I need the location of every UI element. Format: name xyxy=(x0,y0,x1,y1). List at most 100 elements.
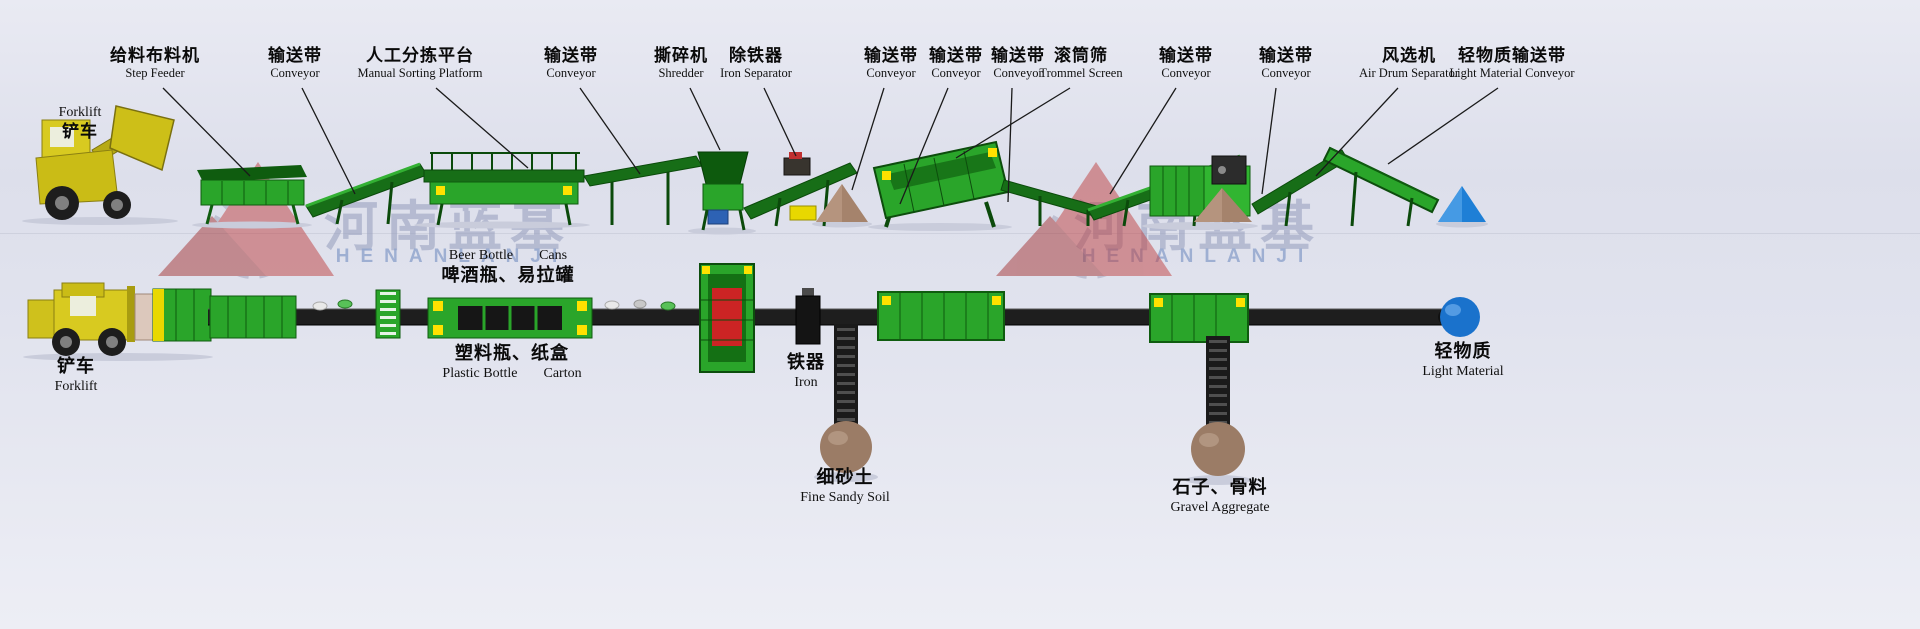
label-conveyor-3-en: Conveyor xyxy=(866,66,916,81)
label-manual-sorting-cn: 人工分拣平台 xyxy=(366,46,474,65)
label-conveyor-2-en: Conveyor xyxy=(546,66,596,81)
triangle-logo-small-icon xyxy=(158,216,266,276)
leader-line xyxy=(1261,87,1277,195)
separator-box-graphic xyxy=(1149,293,1249,343)
label-conveyor-7-en: Conveyor xyxy=(1261,66,1311,81)
sorting-platform-graphic xyxy=(423,152,585,226)
label-trommel-screen-en: Trommel Screen xyxy=(1039,66,1123,81)
label-forklift-top-en: Forklift xyxy=(58,105,102,120)
label-beer-bottle-cans: Beer Bottle Cans 啤酒瓶、易拉罐 xyxy=(442,247,575,286)
label-light-material-conveyor-en: Light Material Conveyor xyxy=(1449,66,1575,81)
leader-line xyxy=(763,87,797,157)
label-conveyor-2-cn: 输送带 xyxy=(544,46,598,65)
leader-line xyxy=(1007,87,1013,203)
light-material-ball-graphic xyxy=(1438,297,1480,337)
label-trommel-screen-cn: 滚筒筛 xyxy=(1054,46,1108,65)
label-air-separator-en: Air Drum Separator xyxy=(1359,66,1459,81)
shredder-motor xyxy=(707,209,729,225)
label-air-drum-separator: 风选机 Air Drum Separator xyxy=(1359,46,1459,82)
label-forklift-bottom-cn: 铲车 xyxy=(57,356,95,376)
label-iron-separator: 除铁器 Iron Separator xyxy=(720,46,792,82)
leader-line xyxy=(301,87,356,195)
label-fine-sandy-soil-cn: 细砂土 xyxy=(816,467,874,487)
label-fine-sandy-soil: 细砂土 Fine Sandy Soil xyxy=(800,467,889,506)
leader-line xyxy=(435,87,529,169)
gravel-chute-graphic xyxy=(1206,336,1230,430)
step-feeder-graphic xyxy=(197,165,307,225)
forklift-bucket xyxy=(109,105,175,172)
forklift-window xyxy=(50,127,74,147)
leader-line xyxy=(162,87,251,177)
trommel-screen-graphic xyxy=(872,140,1010,228)
forklift-top-graphic xyxy=(35,105,175,220)
forklift-mast xyxy=(127,286,135,342)
label-conveyor-4-en: Conveyor xyxy=(931,66,981,81)
label-conveyor-1-cn: 输送带 xyxy=(268,46,322,65)
leader-line xyxy=(579,87,641,175)
label-forklift-top: Forklift 铲车 xyxy=(59,104,102,142)
label-conveyor-3-cn: 输送带 xyxy=(864,46,918,65)
label-gravel-en: Gravel Aggregate xyxy=(1170,499,1270,515)
label-conveyor-6: 输送带 Conveyor xyxy=(1159,46,1213,82)
label-shredder-en: Shredder xyxy=(658,66,704,81)
label-iron-cn: 铁器 xyxy=(787,352,825,372)
label-conveyor-4-cn: 输送带 xyxy=(929,46,983,65)
forklift-bottom-graphic xyxy=(27,282,212,356)
gravel-pile-graphic xyxy=(1191,422,1245,476)
floor-line xyxy=(0,233,1920,234)
label-beer-bottle-en: Beer Bottle xyxy=(448,248,514,263)
leader-line xyxy=(689,87,721,151)
label-light-material-cn: 轻物质 xyxy=(1434,341,1492,361)
light-material-cone-graphic xyxy=(1438,186,1486,222)
leader-line xyxy=(1109,87,1177,195)
conveyor-4-graphic xyxy=(1000,179,1105,226)
collection-bin-graphic xyxy=(789,205,817,221)
label-conveyor-3: 输送带 Conveyor xyxy=(864,46,918,82)
iron-separator-graphic xyxy=(783,152,811,176)
watermark-en-left: HENANLANJI xyxy=(335,246,569,267)
label-gravel-aggregate: 石子、骨料 Gravel Aggregate xyxy=(1170,477,1269,516)
belt-frame-graphic xyxy=(375,289,401,339)
label-forklift-top-cn: 铲车 xyxy=(62,121,98,141)
leader-line xyxy=(899,87,949,205)
label-iron-en: Iron xyxy=(794,374,818,390)
fine-sandy-soil-pile-graphic xyxy=(820,421,872,473)
label-shredder-cn: 撕碎机 xyxy=(654,46,708,65)
air-drum-head xyxy=(1211,155,1247,185)
label-fine-sandy-soil-en: Fine Sandy Soil xyxy=(800,489,890,505)
screen-box-graphic xyxy=(877,291,1005,341)
leader-line xyxy=(1315,87,1399,177)
vertical-screen-tower-graphic xyxy=(699,263,755,373)
label-manual-sorting-en: Manual Sorting Platform xyxy=(357,66,483,81)
label-conveyor-6-cn: 输送带 xyxy=(1159,46,1213,65)
feed-box-graphic xyxy=(209,295,297,339)
label-trommel-screen: 滚筒筛 Trommel Screen xyxy=(1039,46,1122,82)
label-plastic-bottle-carton: 塑料瓶、纸盒 Plastic Bottle Carton xyxy=(442,343,581,382)
label-conveyor-1: 输送带 Conveyor xyxy=(268,46,322,82)
label-cans-en: Cans xyxy=(539,248,568,263)
incline-conveyor-1-graphic xyxy=(305,162,428,225)
triangle-logo-small-icon xyxy=(996,216,1104,276)
label-light-material-conveyor-cn: 轻物质输送带 xyxy=(1457,46,1566,65)
air-separator-graphic xyxy=(1149,155,1252,222)
label-forklift-bottom-en: Forklift xyxy=(54,378,98,394)
shredder-graphic xyxy=(697,151,749,231)
label-iron-separator-cn: 除铁器 xyxy=(728,46,783,65)
label-light-material-conveyor: 轻物质输送带 Light Material Conveyor xyxy=(1450,46,1575,82)
label-carton-en: Carton xyxy=(543,365,582,381)
label-conveyor-2: 输送带 Conveyor xyxy=(544,46,598,82)
label-plastic-bottle-en: Plastic Bottle xyxy=(442,365,518,381)
conveyor-2-graphic xyxy=(583,155,703,225)
label-conveyor-7: 输送带 Conveyor xyxy=(1259,46,1313,82)
label-forklift-bottom: 铲车 Forklift xyxy=(55,356,98,395)
label-conveyor-5-cn: 输送带 xyxy=(991,46,1045,65)
label-conveyor-6-en: Conveyor xyxy=(1161,66,1211,81)
light-material-conveyor-graphic xyxy=(1322,146,1440,227)
leader-line xyxy=(955,87,1071,159)
label-step-feeder-cn: 给料布料机 xyxy=(110,46,200,65)
label-light-material-en: Light Material xyxy=(1422,363,1504,379)
label-conveyor-5-en: Conveyor xyxy=(993,66,1043,81)
label-beer-cans-cn: 啤酒瓶、易拉罐 xyxy=(441,264,575,285)
